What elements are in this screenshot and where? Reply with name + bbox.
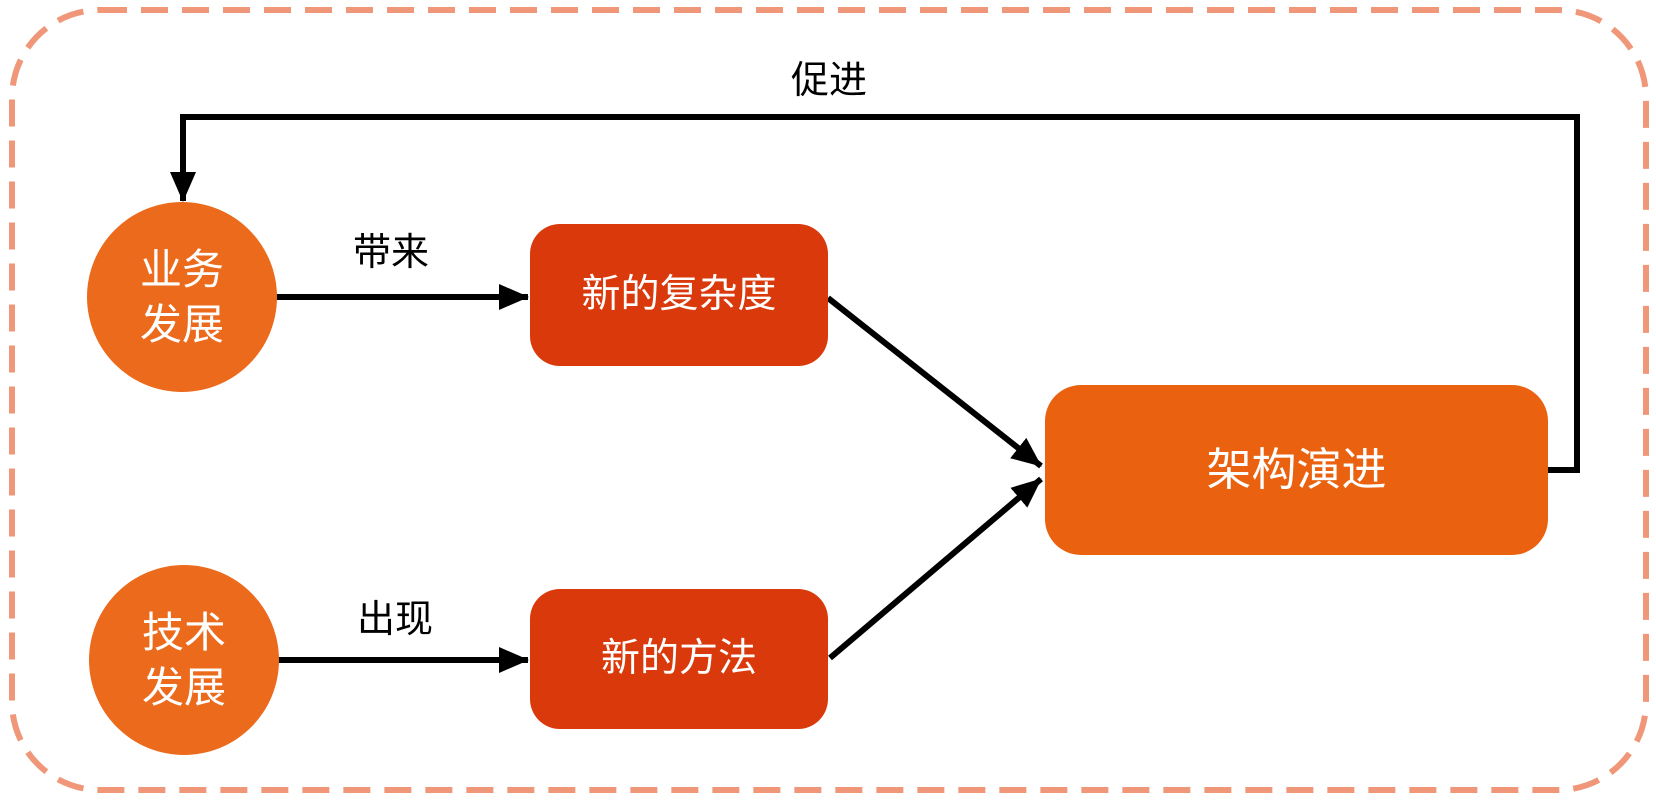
edge-label-emerge: 出现	[356, 599, 433, 641]
node-business-development: 业务 发展	[87, 202, 277, 392]
arrow-method-to-evolution	[828, 476, 1043, 661]
node-architecture-evolution: 架构演进	[1045, 385, 1548, 555]
node-technology-development: 技术 发展	[89, 565, 279, 755]
edge-label-promote: 促进	[790, 60, 867, 102]
edge-label-bring: 带来	[352, 232, 429, 274]
node-new-method: 新的方法	[530, 589, 828, 729]
arrow-evolution-feedback-to-business	[170, 114, 1580, 473]
node-new-complexity: 新的复杂度	[530, 224, 828, 366]
dashed-border	[9, 7, 1649, 793]
arrow-complexity-to-evolution	[826, 295, 1043, 469]
